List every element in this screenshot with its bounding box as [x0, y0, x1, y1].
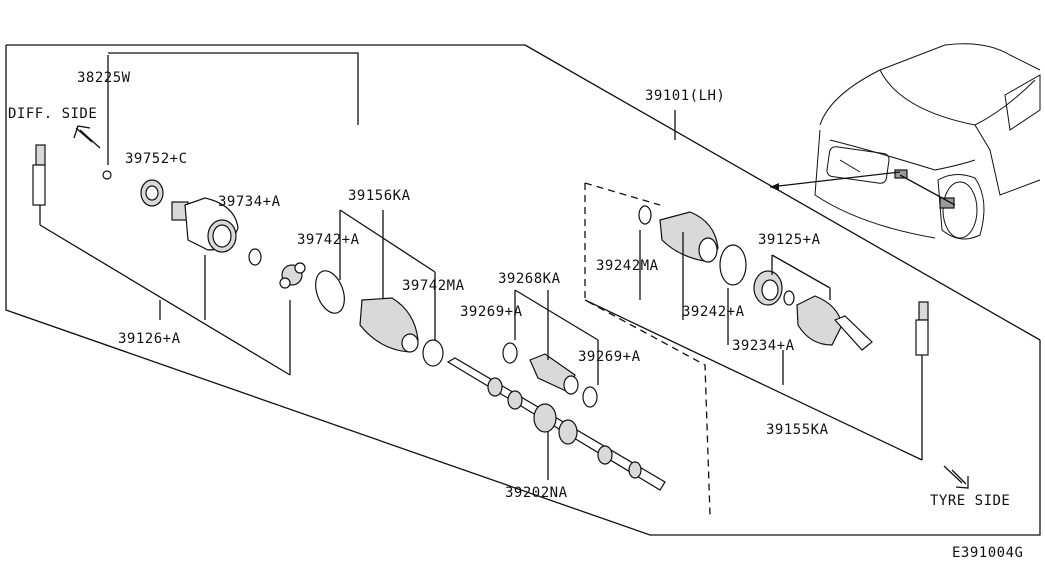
- label-39156KA: 39156KA: [348, 188, 411, 204]
- label-38225W: 38225W: [77, 70, 131, 86]
- part-39742MA-band: [422, 339, 444, 367]
- part-39125A-bearing: [753, 270, 783, 306]
- part-39269A-clamp-1: [502, 342, 518, 364]
- part-39202NA-shaft: [446, 357, 666, 491]
- diagram-frame: [5, 44, 1041, 536]
- label-39242A: 39242+A: [682, 304, 745, 320]
- part-39742A-band: [315, 270, 345, 314]
- label-39752C: 39752+C: [125, 151, 188, 167]
- part-39269A-clamp-2: [582, 386, 598, 408]
- part-39126A-housing: [171, 197, 239, 253]
- arrow-diff-side-icon: [73, 125, 101, 149]
- part-39155KA-joint: [796, 295, 873, 351]
- right-pin: [915, 301, 929, 460]
- label-39126A: 39126+A: [118, 331, 181, 347]
- dashed-assembly-box: [584, 182, 711, 516]
- left-pin: [32, 144, 46, 225]
- part-39156KA-boot: [359, 297, 419, 353]
- label-39268KA: 39268KA: [498, 271, 561, 287]
- part-39242A-band: [719, 244, 747, 286]
- label-39125A: 39125+A: [758, 232, 821, 248]
- part-39242MA-clamp: [638, 205, 652, 225]
- vehicle-icon: [769, 43, 1041, 240]
- label-39742A: 39742+A: [297, 232, 360, 248]
- diagram-code: E391004G: [952, 545, 1023, 561]
- part-spider: [279, 262, 306, 289]
- label-39734A: 39734+A: [218, 194, 281, 210]
- label-39202NA: 39202NA: [505, 485, 568, 501]
- arrow-tyre-side-icon: [943, 465, 969, 489]
- label-39101LH: 39101(LH): [645, 88, 725, 104]
- label-39242MA: 39242MA: [596, 258, 659, 274]
- label-39742MA: 39742MA: [402, 278, 465, 294]
- leader-39126: [39, 224, 291, 376]
- label-39269A-2: 39269+A: [578, 349, 641, 365]
- part-38225W-ring: [102, 170, 112, 180]
- label-39155KA: 39155KA: [766, 422, 829, 438]
- label-39234A: 39234+A: [732, 338, 795, 354]
- part-39734A-ring: [248, 248, 262, 266]
- label-diff-side: DIFF. SIDE: [8, 106, 97, 122]
- part-ring-right: [783, 290, 795, 306]
- part-39268KA-damper: [529, 353, 579, 395]
- label-39269A-1: 39269+A: [460, 304, 523, 320]
- label-tyre-side: TYRE SIDE: [930, 493, 1010, 509]
- part-39752C-seal: [140, 179, 164, 207]
- part-39242MA-boot: [659, 211, 719, 263]
